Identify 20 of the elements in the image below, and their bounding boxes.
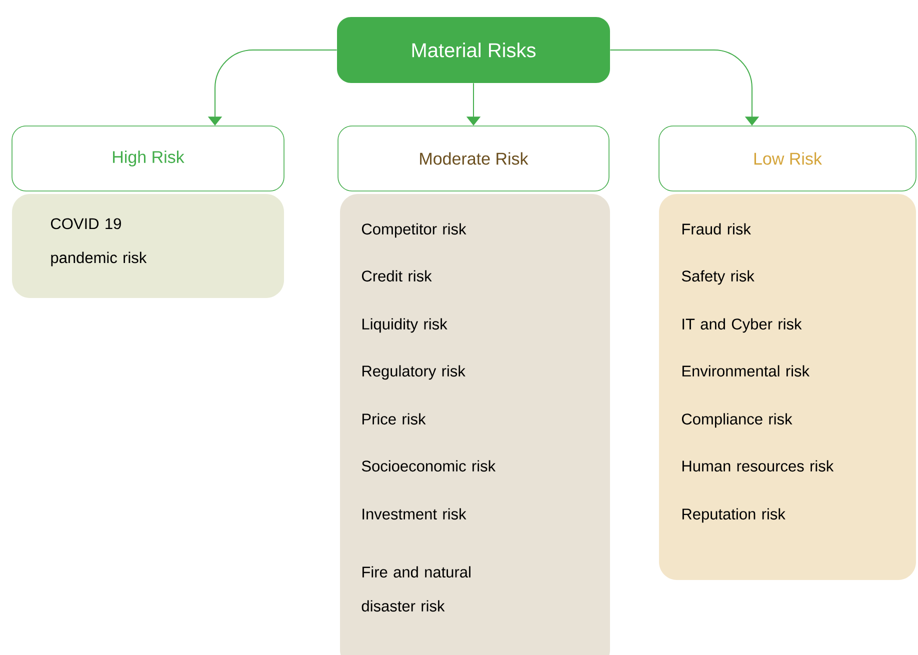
list-item: Competitor risk [362, 223, 466, 238]
category-box: High Risk [12, 126, 284, 192]
list-item: Reputation risk [682, 508, 786, 523]
list-item: Human resources risk [682, 460, 834, 472]
list-item: Fraud risk [682, 223, 751, 235]
list-item: Environmental risk [682, 365, 810, 377]
list-item: COVID 19 pandemic risk [51, 218, 147, 266]
category-box: Low Risk [658, 126, 916, 192]
list-item: Price risk [362, 413, 426, 425]
list-item: Fire and natural disaster risk [362, 566, 470, 612]
list-item: Compliance risk [682, 413, 792, 428]
list-item: Socioeconomic risk [362, 460, 496, 472]
list-item: Liquidity risk [362, 318, 448, 333]
list-item: Safety risk [682, 270, 754, 285]
list-item: Regulatory risk [362, 365, 466, 380]
title-box: Material Risks [337, 17, 610, 83]
category-box: Moderate Risk [338, 126, 610, 192]
list-item: Investment risk [362, 508, 466, 520]
list-item: IT and Cyber risk [682, 318, 802, 333]
list-item: Credit risk [362, 270, 432, 282]
